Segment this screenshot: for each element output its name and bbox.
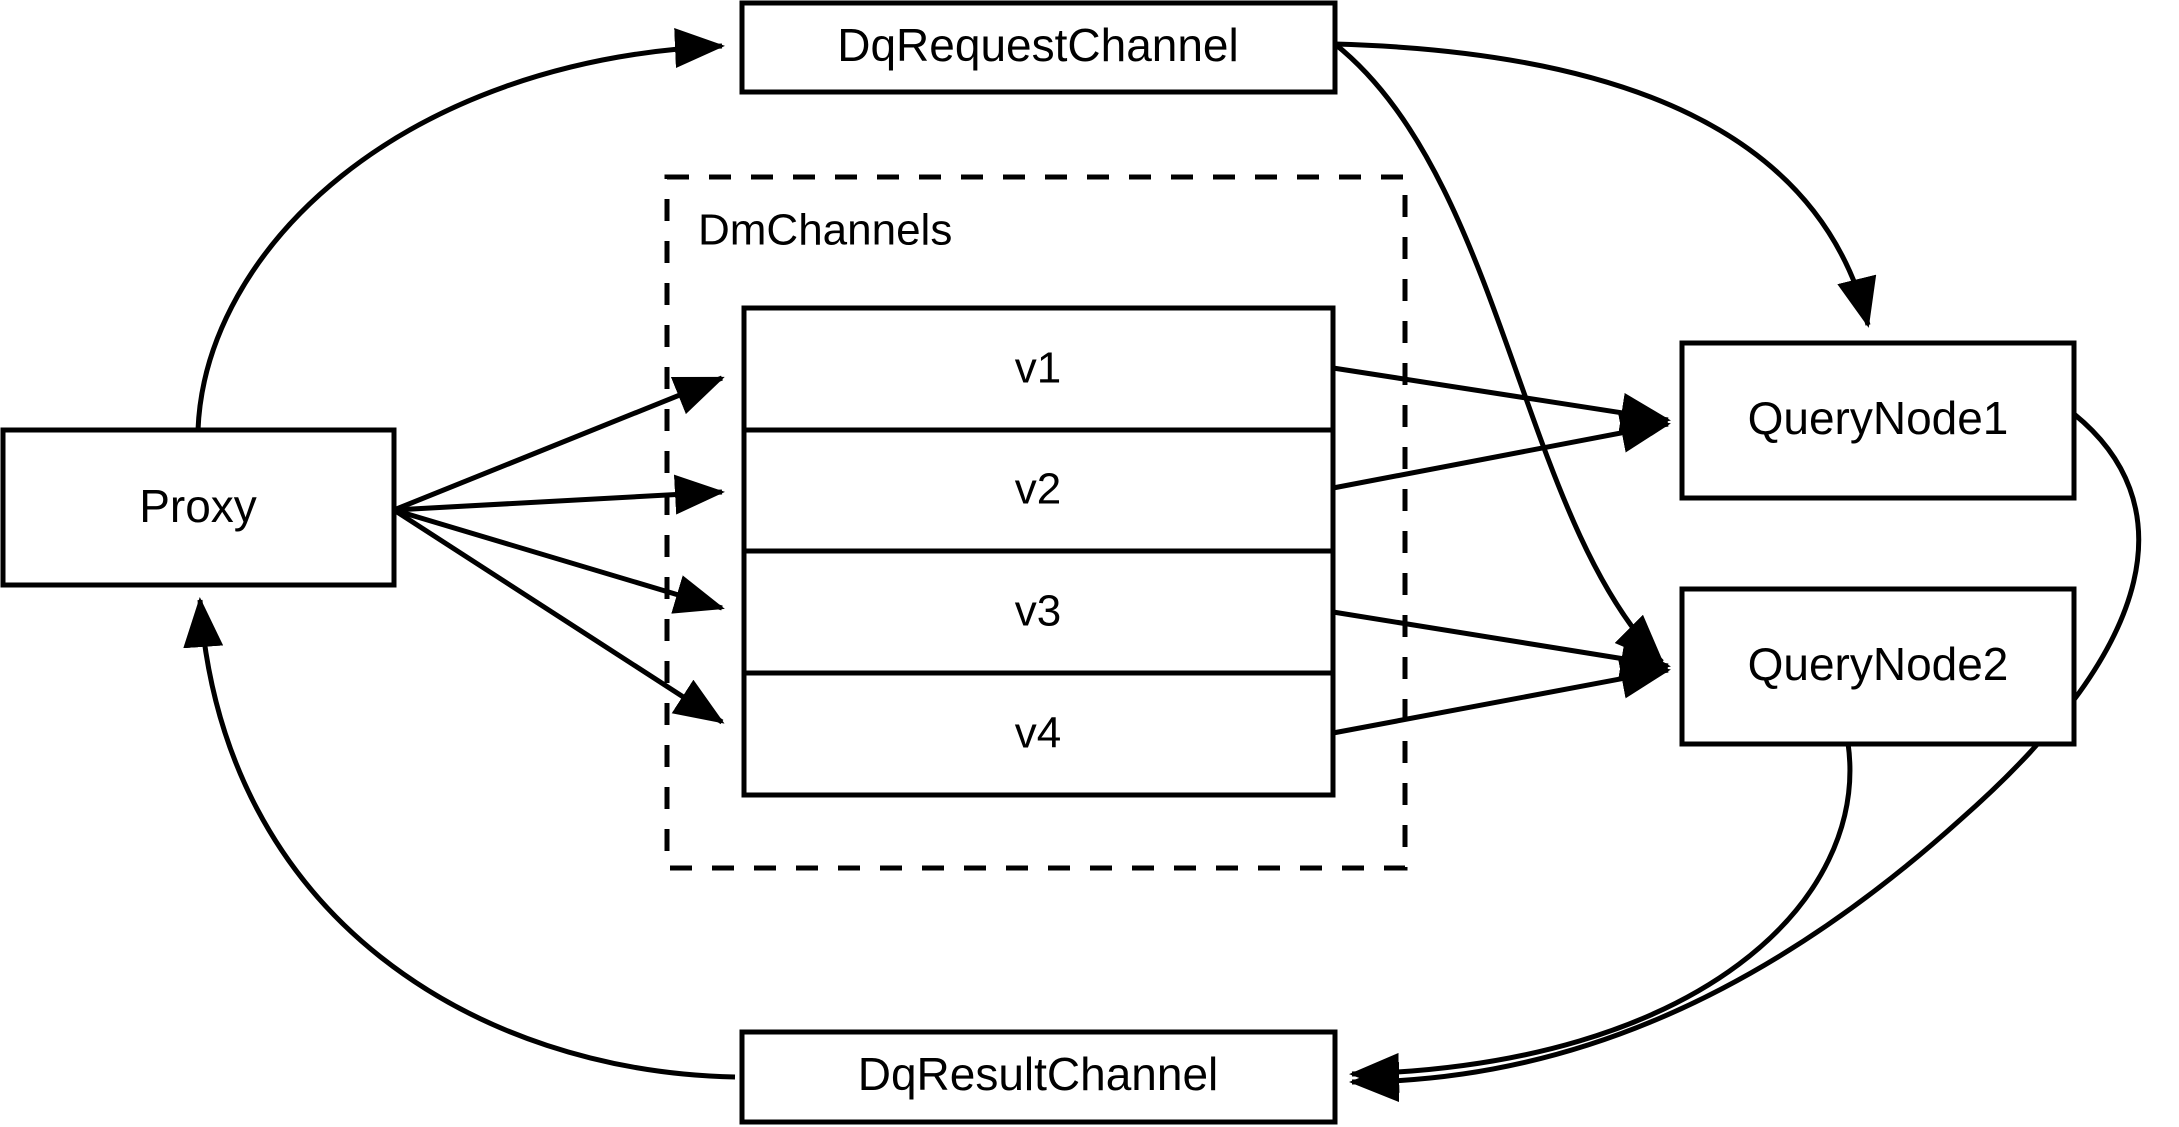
- node-dqrequestchannel-box[interactable]: [739, 0, 1338, 95]
- edge-querynode1-to-dqresultchannel: [1348, 412, 2142, 1102]
- dmchannel-row-v2[interactable]: v2: [1015, 465, 1061, 514]
- dmchannels-group-label: DmChannels: [698, 206, 952, 255]
- node-dqresultchannel-label: DqResultChannel: [858, 1048, 1219, 1100]
- dmchannel-row-v1[interactable]: v1: [1015, 344, 1061, 393]
- edge-v4-to-querynode2: [1332, 659, 1671, 736]
- edge-v1-to-querynode1: [1332, 365, 1671, 433]
- edge-proxy-to-v2: [393, 474, 725, 515]
- edge-dqrequestchannel-to-querynode2: [1333, 42, 1665, 665]
- node-querynode2-box[interactable]: [1679, 586, 2077, 747]
- node-querynode1-box[interactable]: [1679, 340, 2077, 501]
- edge-proxy-to-v4: [392, 507, 725, 725]
- node-querynode1-label: QueryNode1: [1748, 392, 2009, 444]
- dmchannel-row-v3[interactable]: v3: [1015, 587, 1061, 636]
- edge-v3-to-querynode2: [1332, 609, 1671, 679]
- edge-dqresultchannel-to-proxy: [183, 597, 736, 1080]
- edge-proxy-to-dqrequestchannel: [195, 28, 725, 431]
- node-dqrequestchannel-label: DqRequestChannel: [837, 19, 1239, 71]
- edge-proxy-to-v1: [393, 375, 725, 513]
- edge-dqrequestchannel-to-querynode1: [1334, 41, 1877, 328]
- node-proxy-box[interactable]: [0, 427, 397, 588]
- dmchannel-row-v4[interactable]: v4: [1015, 709, 1061, 758]
- edge-v2-to-querynode1: [1332, 413, 1671, 491]
- node-querynode2-label: QueryNode2: [1748, 638, 2009, 690]
- node-dqresultchannel-box[interactable]: [739, 1029, 1338, 1125]
- node-proxy-label: Proxy: [139, 480, 257, 532]
- edge-proxy-to-v3: [393, 507, 725, 614]
- edge-querynode2-to-dqresultchannel: [1349, 742, 1853, 1093]
